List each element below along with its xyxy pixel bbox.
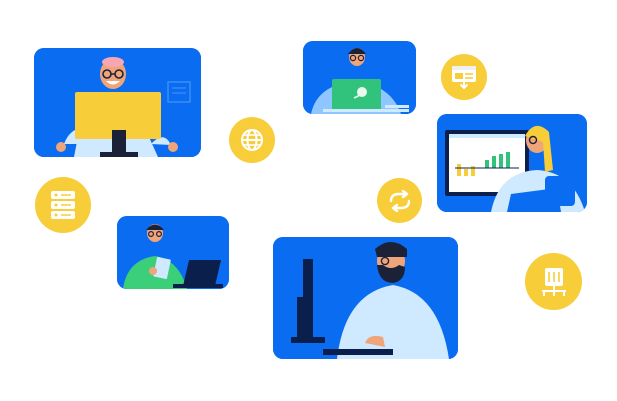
- chart-analyst-illustration: [437, 114, 587, 212]
- chart-bar: [457, 164, 461, 176]
- browser-download-badge: [441, 54, 487, 100]
- sync-badge: [377, 178, 422, 223]
- globe-icon: [241, 129, 263, 151]
- server-stack-icon: [51, 191, 75, 219]
- panel-chart-analyst: [437, 114, 587, 212]
- bearded-developer-illustration: [273, 237, 458, 359]
- panel-bearded-developer: [273, 237, 458, 359]
- panel-laptop-user: [303, 41, 416, 114]
- sync-arrows-icon: [389, 189, 410, 212]
- laptop-user-illustration: [303, 41, 416, 114]
- network-server-icon: [541, 267, 566, 296]
- network-server-badge: [525, 253, 582, 310]
- panel-bald-developer: [34, 48, 201, 157]
- server-stack-badge: [35, 177, 91, 233]
- tablet-user-illustration: [117, 216, 229, 289]
- browser-download-icon: [452, 66, 476, 89]
- globe-badge: [229, 117, 275, 163]
- bald-developer-illustration: [34, 48, 201, 157]
- panel-tablet-user: [117, 216, 229, 289]
